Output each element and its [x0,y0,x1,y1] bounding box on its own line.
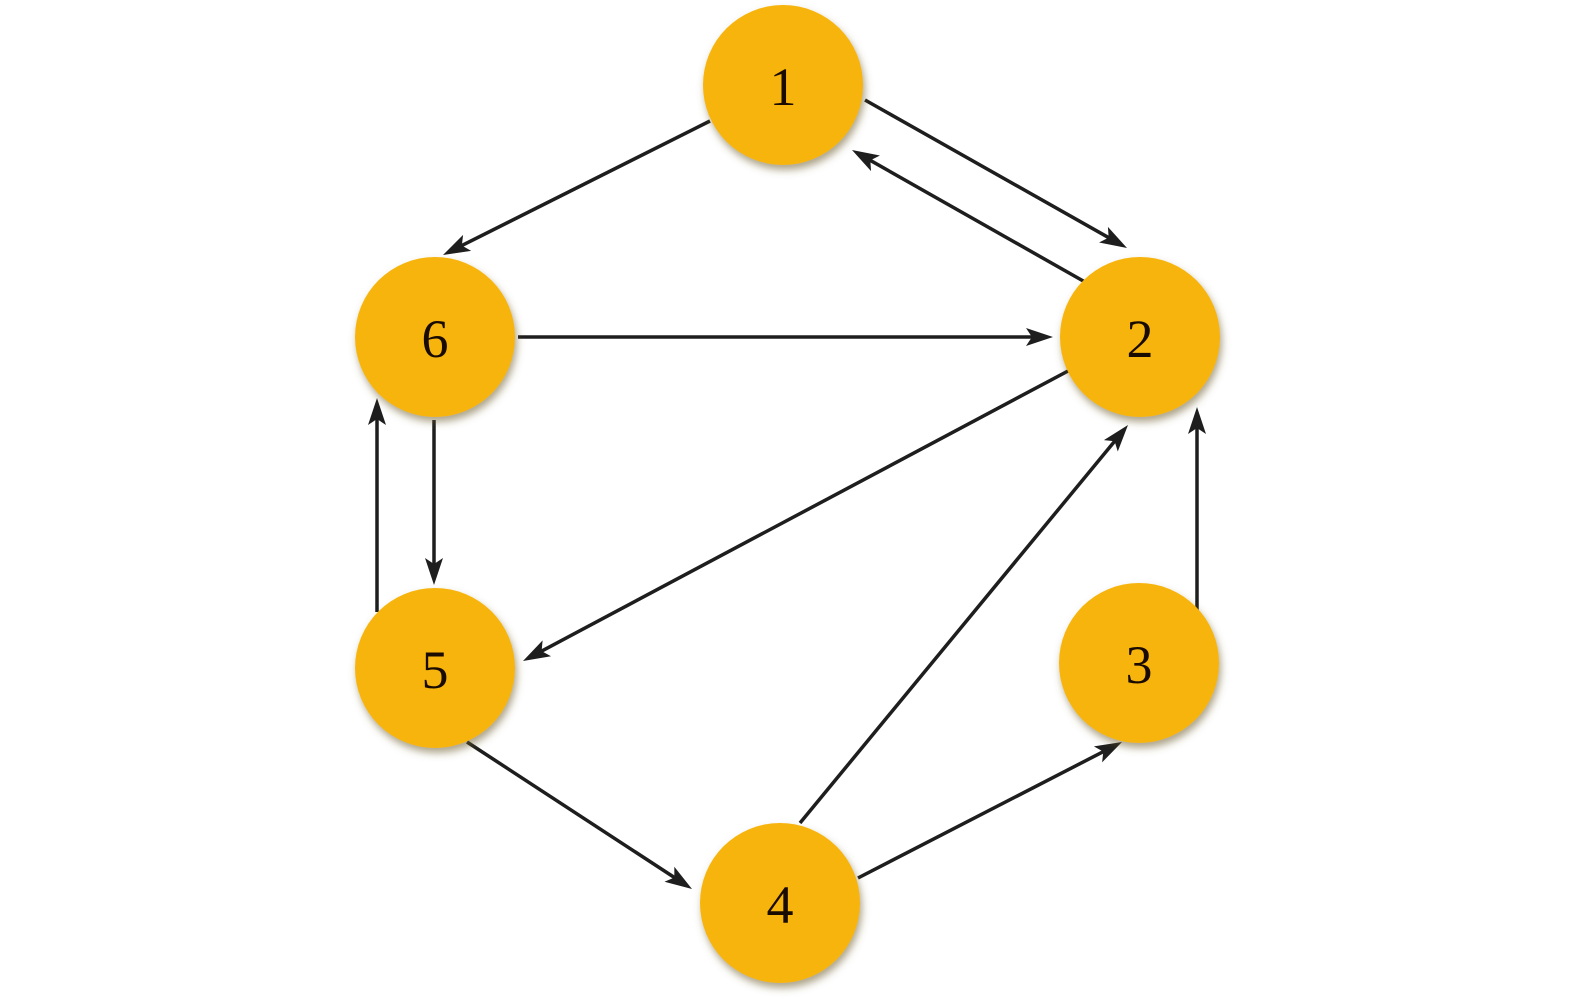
edge-line-4-3 [857,747,1110,880]
node-label-5: 5 [422,640,449,700]
edge-4-3 [857,742,1122,880]
edge-layer [368,98,1206,889]
edge-3-2 [1188,407,1206,610]
graph-node-4[interactable]: 4 [700,823,860,983]
arrowhead-6-5 [425,558,443,585]
edge-line-5-4 [466,740,681,883]
edge-line-4-2 [798,435,1120,825]
graph-node-1[interactable]: 1 [703,5,863,165]
edge-line-1-2 [864,98,1115,243]
edge-2-1 [852,150,1086,284]
arrowhead-3-2 [1188,407,1206,434]
node-circle-2[interactable] [1060,257,1220,417]
graph-node-3[interactable]: 3 [1059,583,1219,743]
node-label-4: 4 [767,875,794,935]
arrowhead-6-2 [1026,328,1053,346]
node-layer: 1 2 3 4 5 6 [355,5,1220,983]
node-circle-1[interactable] [703,5,863,165]
arrowhead-1-6 [443,234,472,255]
edge-2-5 [523,369,1069,661]
arrowhead-4-3 [1093,742,1122,763]
edge-line-2-5 [535,369,1069,656]
node-label-1: 1 [770,57,797,117]
node-label-3: 3 [1126,635,1153,695]
edge-5-6 [368,398,386,612]
graph-node-2[interactable]: 2 [1060,257,1220,417]
arrowhead-5-4 [664,866,692,889]
edge-line-2-1 [864,155,1086,284]
graph-node-5[interactable]: 5 [355,588,515,748]
edge-line-1-6 [455,119,711,250]
edge-5-4 [466,740,692,889]
node-label-2: 2 [1127,309,1154,369]
arrowhead-5-6 [368,398,386,425]
arrowhead-2-1 [852,150,880,172]
arrowhead-2-5 [523,640,552,661]
edge-1-6 [443,119,711,255]
arrowhead-1-2 [1099,226,1127,248]
node-circle-3[interactable] [1059,583,1219,743]
edge-4-2 [798,425,1128,825]
graph-node-6[interactable]: 6 [355,257,515,417]
node-label-6: 6 [422,309,449,369]
edge-6-2 [518,328,1053,346]
node-circle-5[interactable] [355,588,515,748]
node-circle-6[interactable] [355,257,515,417]
node-circle-4[interactable] [700,823,860,983]
arrowhead-4-2 [1103,425,1128,452]
edge-6-5 [425,420,443,585]
edge-1-2 [864,98,1127,248]
